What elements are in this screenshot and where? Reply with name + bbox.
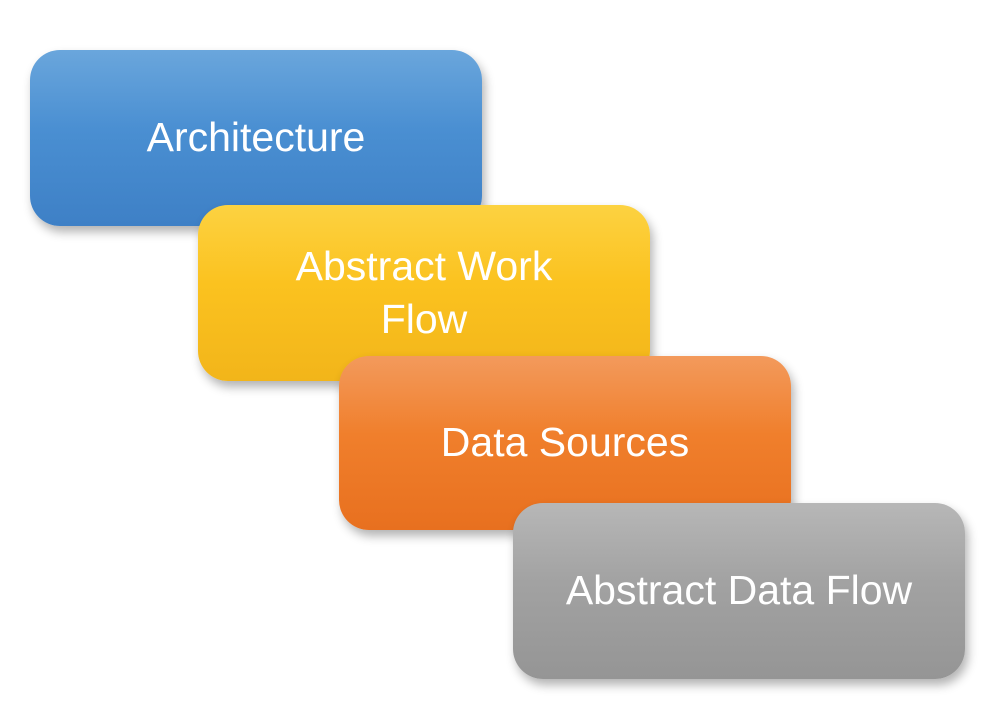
step-abstract-data-flow-label: Abstract Data Flow [565,567,913,614]
step-architecture: Architecture [30,50,482,226]
step-abstract-data-flow: Abstract Data Flow [513,503,965,679]
step-architecture-label: Architecture [146,114,366,161]
step-abstract-work-flow: Abstract Work Flow [198,205,650,381]
step-data-sources-label: Data Sources [440,419,690,466]
step-abstract-work-flow-label: Abstract Work Flow [295,242,553,342]
step-data-sources: Data Sources [339,356,791,530]
